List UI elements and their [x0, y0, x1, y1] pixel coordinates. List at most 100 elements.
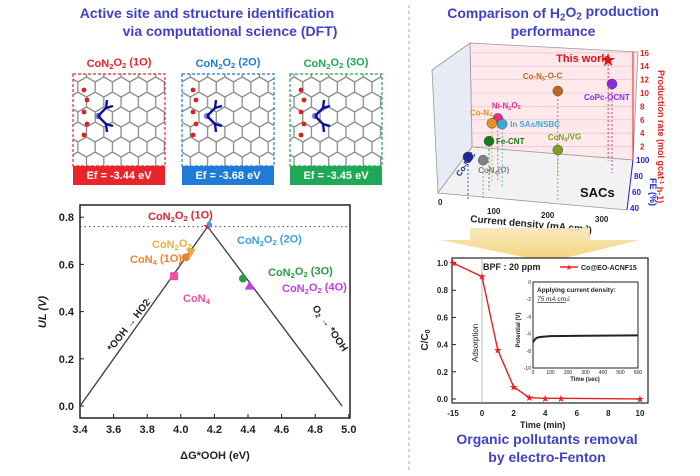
rate-tick-label: 8: [640, 102, 645, 111]
adsorption-label: Adsorption: [471, 324, 480, 362]
legend-star: ★: [565, 263, 572, 272]
x-tick-label: 3.4: [72, 424, 88, 436]
branch-label-right: O2​ → *OOH: [309, 303, 350, 355]
marker-circle: [181, 253, 190, 262]
rate-tick-label: 16: [640, 49, 649, 58]
branch-label-left: *OOH → HO2-​: [106, 296, 155, 354]
rate-tick-label: 14: [640, 62, 649, 71]
rate-tick-label: 12: [640, 76, 649, 85]
rate-tick-label: 10: [640, 89, 649, 98]
sac-label: Co-N5​-O-C: [523, 71, 563, 82]
point-label: CoN4​ (1O): [130, 253, 182, 267]
y-tick-label: 0.2: [437, 368, 449, 377]
energy-bar: [73, 166, 165, 185]
fe-tick-label: 40: [630, 204, 639, 213]
data-point-star: ★: [557, 394, 566, 405]
y-tick-label: 0.0: [437, 395, 449, 404]
volcano-line: [79, 225, 343, 407]
sphere-marker: [552, 144, 564, 156]
oxygen-atom: [298, 132, 304, 138]
inset-x-tick-label: 100: [546, 370, 555, 376]
x-tick-label: 3.8: [140, 424, 155, 436]
y-tick-label: 0.4: [59, 307, 75, 319]
formation-energy: Ef = -3.68 eV: [195, 170, 261, 182]
x-axis-label: Time (min): [520, 420, 565, 430]
formation-energy: Ef = -3.45 eV: [303, 170, 369, 182]
sphere-marker: [483, 135, 495, 147]
potential-curve: [532, 334, 639, 343]
oxygen-atom: [81, 132, 87, 138]
current-tick-label: 300: [595, 215, 609, 224]
structure-label: CoN2​O2​ (2O): [196, 56, 261, 71]
x-tick-label: 4.8: [308, 424, 323, 436]
inset-y-tick-label: -4: [527, 314, 532, 320]
inset-x-tick-label: 200: [564, 370, 573, 376]
sac-label: In SAs/NSBC: [510, 120, 560, 129]
marker-diamond: [206, 220, 213, 229]
bottom-title-line2: by electro-Fenton: [488, 449, 605, 465]
oxygen-atom: [190, 132, 196, 138]
fe-axis-label: FE (%): [648, 178, 658, 206]
current-tick-label: 200: [541, 211, 555, 220]
inset-note-value: 75 mA cm-2​: [537, 296, 570, 303]
oxygen-atom: [84, 97, 90, 103]
x-tick-label: 10: [636, 409, 645, 418]
x-tick-label: 4.4: [240, 424, 256, 436]
left-title-line2: via computational science (DFT): [123, 23, 338, 39]
data-point-star: ★: [493, 346, 502, 357]
sphere-marker: [552, 85, 564, 97]
oxygen-atom: [193, 97, 199, 103]
y-tick-label: 0.8: [437, 286, 449, 295]
inset-y-axis-label: Potential (V): [516, 312, 522, 347]
sacs-label: SACs: [580, 185, 615, 200]
marker-triangle-down: [185, 248, 196, 258]
data-point-star: ★: [449, 259, 458, 270]
x-tick-label: 2: [511, 409, 516, 418]
left-title-line1: Active site and structure identification: [80, 5, 334, 21]
bottom-title-line1: Organic pollutants removal: [456, 431, 637, 447]
current-tick-label: 0: [438, 198, 443, 207]
oxygen-atom: [298, 87, 304, 93]
inset-note: Applying current density:: [537, 287, 616, 294]
sac-label: CoN4​(O): [478, 166, 509, 177]
point-label: CoN2​O2​ (3O): [268, 265, 333, 280]
energy-bar: [290, 166, 382, 185]
graphene-lattice: [182, 74, 274, 166]
x-tick-label: 3.6: [106, 424, 121, 436]
oxygen-atom: [298, 109, 304, 115]
structure-panels: CoN2​O2​ (1O) Ef = -3.44 eV CoN2​O2​ (2O) E…: [72, 56, 383, 185]
sac-label: This work: [556, 53, 608, 65]
y-axis-label: C/C0​: [420, 329, 432, 350]
inset-x-tick-label: 400: [599, 370, 608, 376]
data-point-star: ★: [509, 382, 518, 393]
sphere-marker: [462, 151, 474, 163]
oxygen-atom: [84, 121, 90, 127]
structure-label: CoN2​O2​ (1O): [87, 56, 152, 71]
condition-label: BPF : 20 ppm: [483, 262, 541, 272]
sphere-marker: [496, 118, 508, 130]
current-tick-label: 100: [487, 207, 501, 216]
inset-y-tick-label: -2: [527, 297, 532, 303]
fe-tick-label: 60: [632, 188, 641, 197]
nitrogen-bonds: [206, 99, 223, 133]
sac-label: CoPc-OCNT: [584, 93, 630, 102]
x-tick-label: 8: [606, 409, 611, 418]
fe-tick-label: 100: [636, 156, 650, 165]
oxygen-atom: [190, 109, 196, 115]
x-tick-label: 6: [575, 409, 580, 418]
formation-energy: Ef = -3.44 eV: [86, 170, 152, 182]
oxygen-atom: [301, 121, 307, 127]
point-label: CoN2​O2​ (4O): [282, 281, 347, 296]
x-axis-label: ΔG*OOH (eV): [180, 450, 250, 462]
sac-label: Fe-CNT: [496, 137, 525, 146]
point-label: CoN4​: [183, 293, 211, 306]
right-title-line2: performance: [511, 23, 596, 39]
star-marker: ★: [600, 50, 616, 70]
x-tick-label: 4.0: [173, 424, 188, 436]
marker-square: [170, 272, 179, 281]
data-point-star: ★: [478, 272, 487, 283]
y-tick-label: 0.6: [437, 313, 449, 322]
inset-y-tick-label: 0: [528, 280, 531, 286]
y-tick-label: 0.2: [59, 354, 74, 366]
